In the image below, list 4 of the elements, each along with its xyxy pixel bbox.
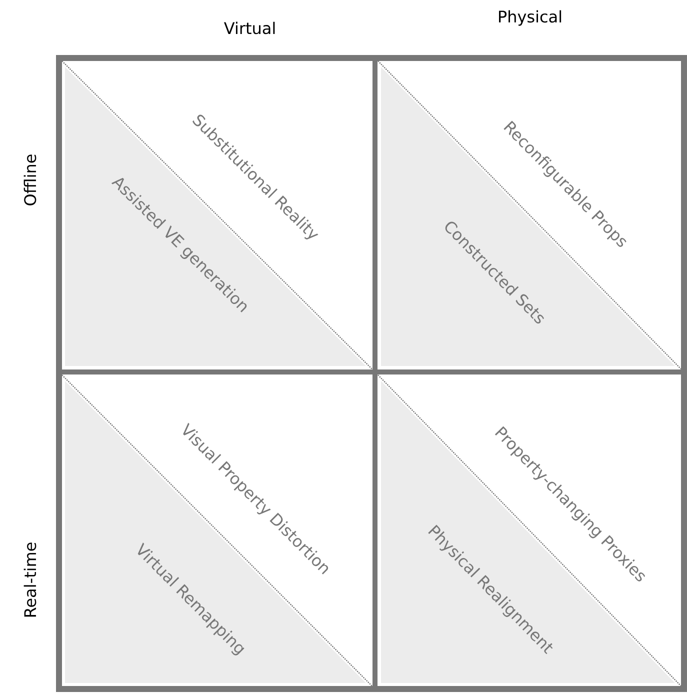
axis-heading: Virtual [224,22,275,34]
axis-heading: Physical [499,10,562,26]
axis-heading: Real-time [24,542,36,617]
axis-heading: Offline [24,154,36,206]
